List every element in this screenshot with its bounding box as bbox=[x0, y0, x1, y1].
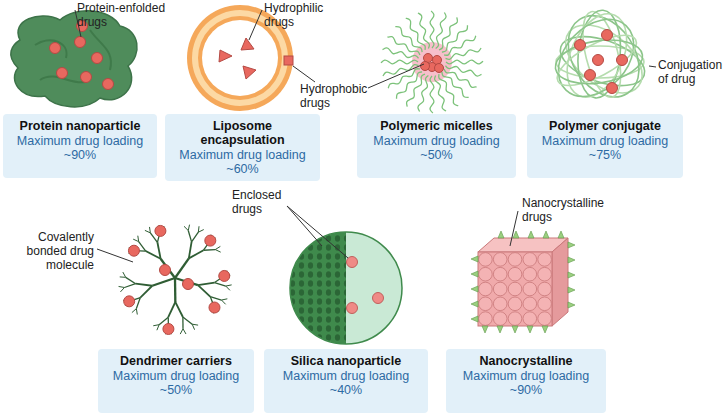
polymeric-micelle bbox=[381, 11, 483, 113]
method-card: NanocrystallineMaximum drug loading ~90% bbox=[446, 349, 606, 413]
callout-label: Hydrophilic drugs bbox=[264, 1, 344, 29]
dendrimer bbox=[119, 225, 232, 335]
nanocrystal bbox=[471, 231, 575, 333]
drug-loading: Maximum drug loading ~50% bbox=[363, 134, 510, 162]
callout-label: Covalently bonded drug molecule bbox=[2, 230, 94, 272]
callout-label: Nanocrystalline drugs bbox=[522, 196, 622, 224]
card-title: Protein nanoparticle bbox=[9, 119, 151, 133]
drug-loading: Maximum drug loading ~60% bbox=[171, 148, 314, 176]
protein-nanoparticle bbox=[11, 11, 137, 107]
silica-nanoparticle bbox=[290, 232, 402, 344]
card-title: Nanocrystalline bbox=[452, 354, 600, 368]
drug-loading: Maximum drug loading ~90% bbox=[9, 134, 151, 162]
method-card: Polymeric micellesMaximum drug loading ~… bbox=[357, 114, 516, 178]
callout-label: Conjugation of drug bbox=[658, 58, 726, 86]
method-card: Silica nanoparticleMaximum drug loading … bbox=[264, 349, 428, 413]
drug-loading: Maximum drug loading ~50% bbox=[104, 369, 248, 397]
callout-label: Hydrophobic drugs bbox=[300, 82, 378, 110]
polymer-conjugate bbox=[543, 3, 654, 112]
method-card: Protein nanoparticleMaximum drug loading… bbox=[3, 114, 157, 178]
callout-label: Protein-enfolded drugs bbox=[77, 1, 177, 29]
method-card: Dendrimer carriersMaximum drug loading ~… bbox=[98, 349, 254, 413]
card-title: Polymer conjugate bbox=[533, 119, 677, 133]
drug-loading: Maximum drug loading ~90% bbox=[452, 369, 600, 397]
method-card: Polymer conjugateMaximum drug loading ~7… bbox=[527, 114, 683, 178]
card-title: Polymeric micelles bbox=[363, 119, 510, 133]
card-title: Silica nanoparticle bbox=[270, 354, 422, 368]
card-title: Liposome encapsulation bbox=[171, 119, 314, 147]
card-title: Dendrimer carriers bbox=[104, 354, 248, 368]
drug-loading: Maximum drug loading ~75% bbox=[533, 134, 677, 162]
method-card: Liposome encapsulationMaximum drug loadi… bbox=[165, 114, 320, 181]
drug-loading: Maximum drug loading ~40% bbox=[270, 369, 422, 397]
callout-label: Enclosed drugs bbox=[232, 188, 302, 216]
